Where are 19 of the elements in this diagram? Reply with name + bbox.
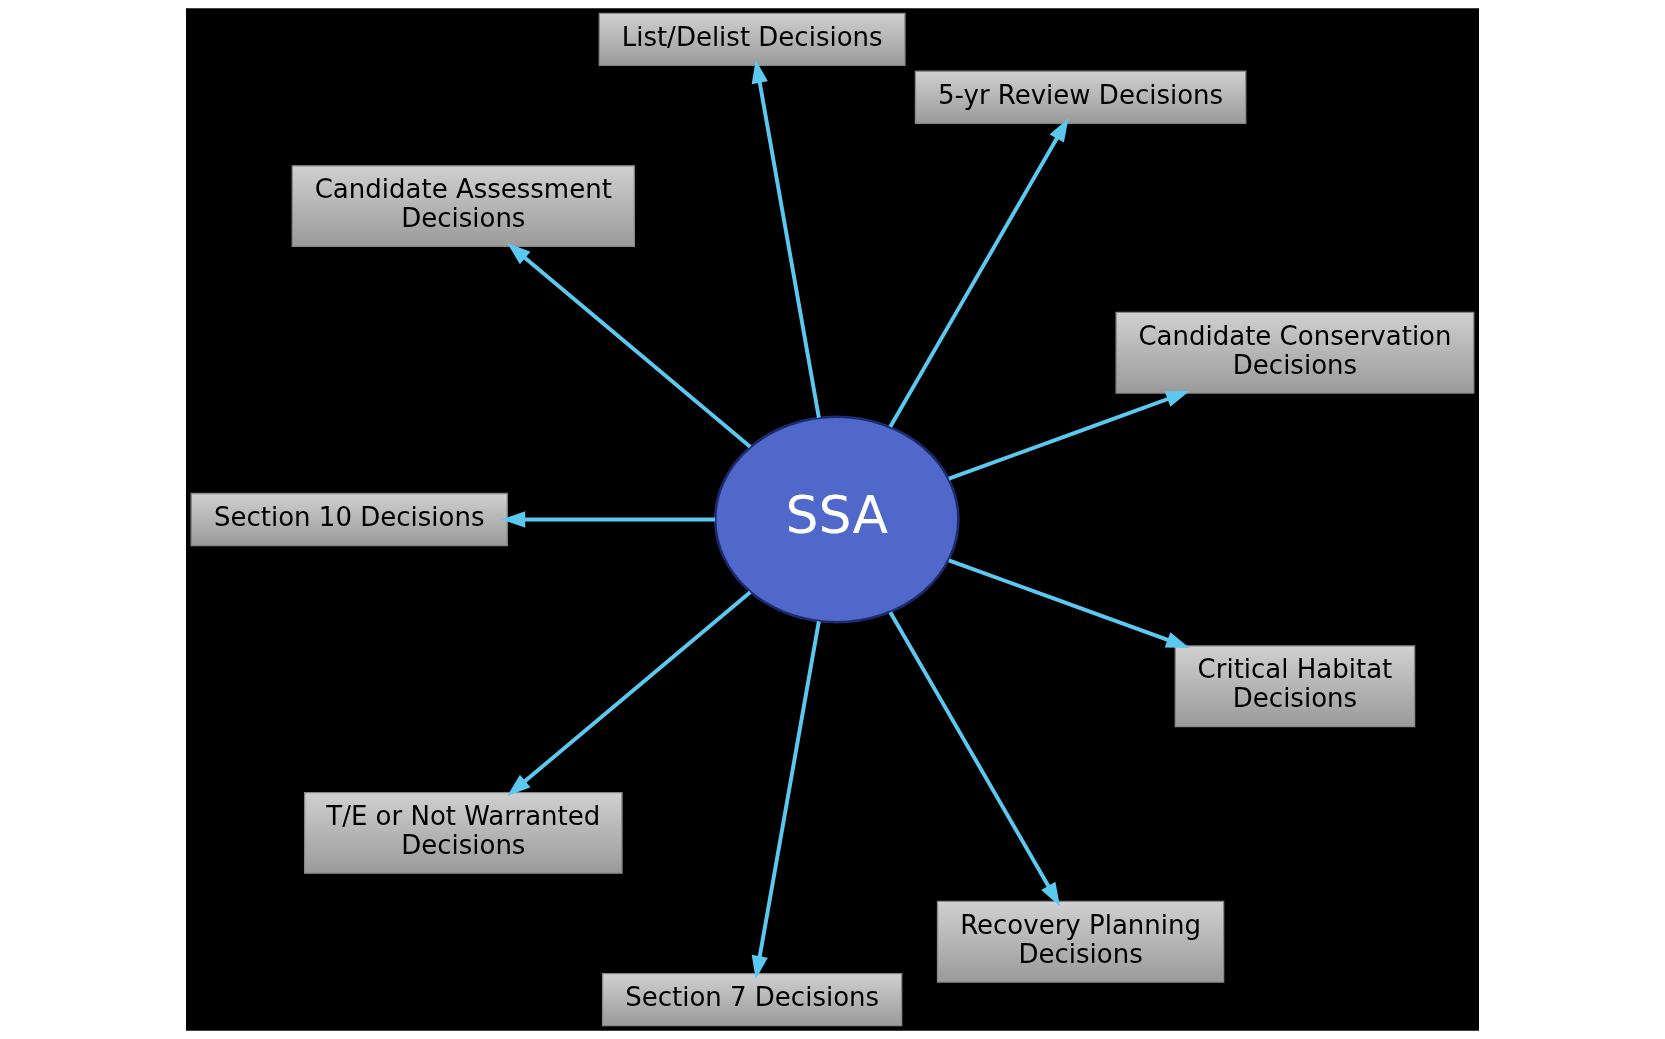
arrow — [888, 118, 1069, 428]
node-box: 5-yr Review Decisions — [914, 70, 1247, 124]
node-box: Candidate Assessment Decisions — [291, 165, 635, 248]
node-box: T/E or Not Warranted Decisions — [303, 791, 623, 874]
arrow — [888, 611, 1060, 907]
arrow — [751, 621, 821, 980]
node-box: Section 7 Decisions — [601, 973, 903, 1027]
arrow — [948, 391, 1190, 481]
arrow — [751, 59, 821, 418]
node-ellipse: SSA — [713, 415, 960, 624]
arrow — [507, 590, 752, 797]
node-box: Recovery Planning Decisions — [936, 900, 1225, 983]
arrow — [948, 558, 1190, 648]
node-box: Section 10 Decisions — [190, 492, 508, 547]
node-box: List/Delist Decisions — [598, 12, 906, 66]
node-box: Critical Habitat Decisions — [1174, 645, 1416, 728]
arrow — [501, 511, 716, 528]
arrow — [507, 242, 752, 449]
node-box: Candidate Conservation Decisions — [1115, 311, 1475, 394]
